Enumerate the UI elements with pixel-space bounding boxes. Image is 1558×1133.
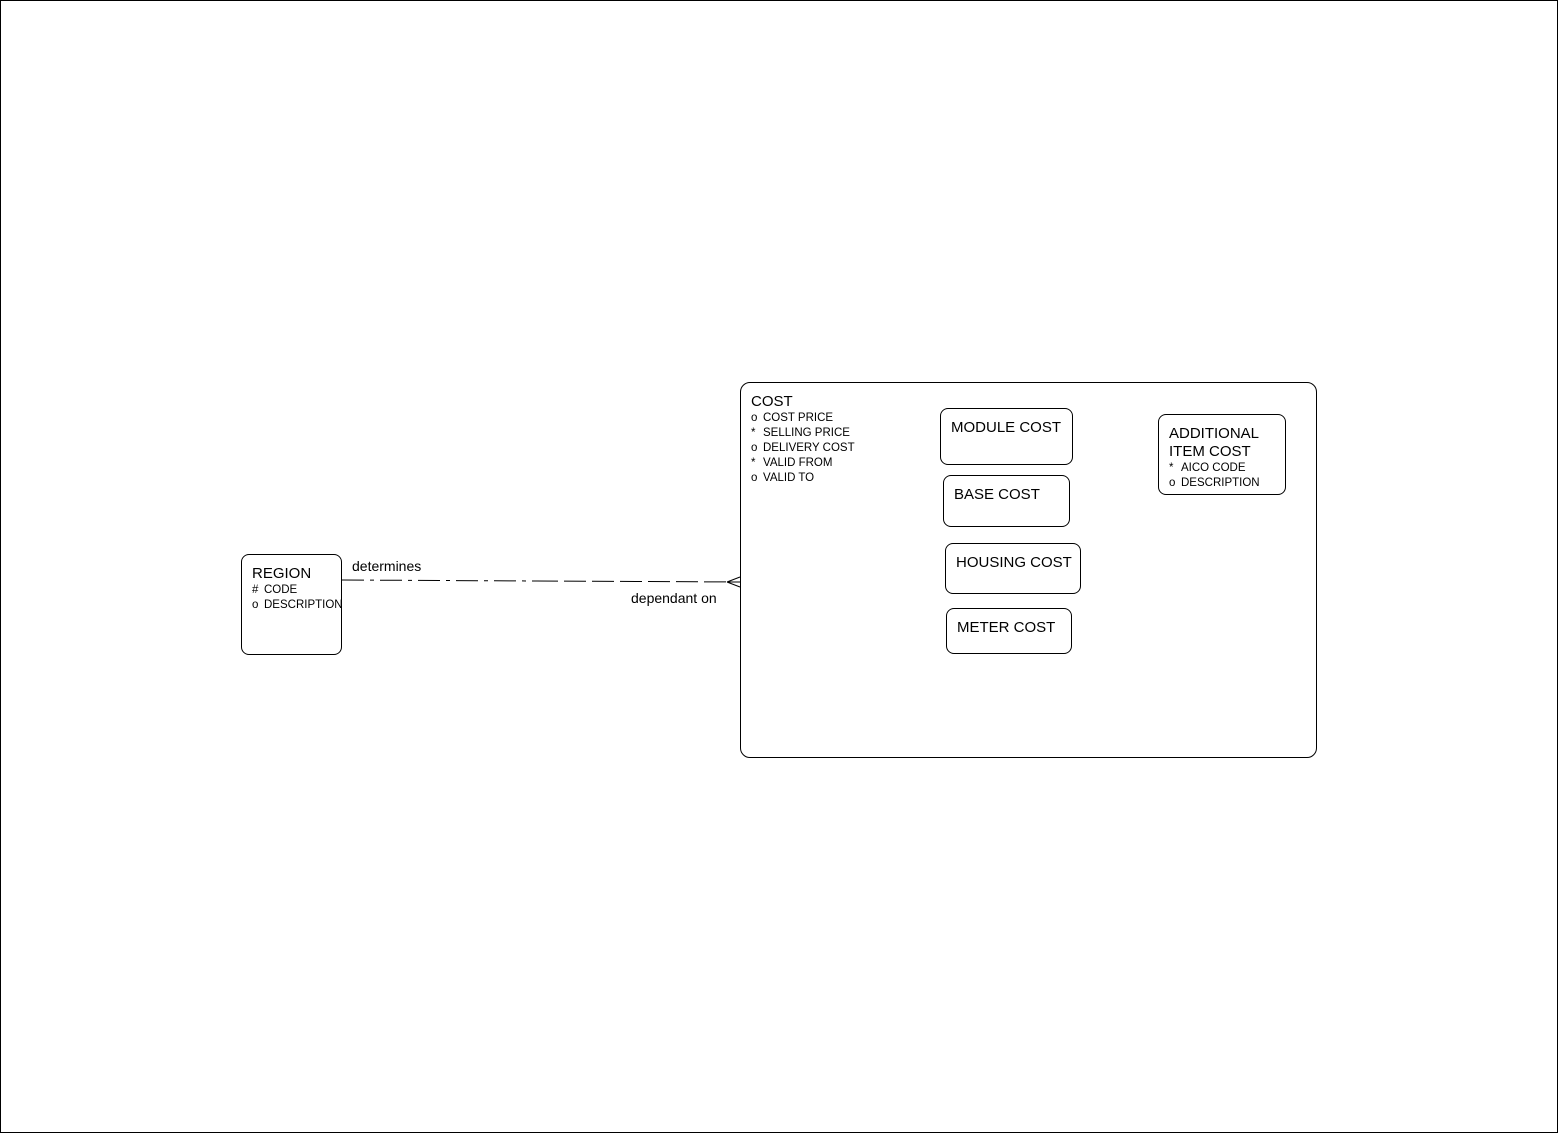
entity-name: MODULE COST bbox=[951, 419, 1062, 436]
attribute-marker: * bbox=[751, 457, 756, 469]
crows-foot-marker bbox=[726, 576, 741, 588]
entity-name: COST bbox=[751, 393, 793, 410]
attribute-marker: o bbox=[1169, 477, 1176, 489]
attribute-valid-to: o VALID TO bbox=[751, 471, 1316, 486]
entity-name: HOUSING COST bbox=[956, 554, 1072, 571]
entity-name: ADDITIONAL ITEM COST bbox=[1169, 425, 1260, 460]
attribute-label: DESCRIPTION bbox=[264, 599, 342, 611]
entity-name: REGION bbox=[252, 565, 312, 582]
attribute-aico-code: * AICO CODE bbox=[1169, 461, 1285, 476]
relationship-label-determines: determines bbox=[352, 558, 422, 574]
attribute-marker: o bbox=[751, 472, 758, 484]
attribute-label: SELLING PRICE bbox=[763, 427, 850, 439]
relationship-label-dependant-on: dependant on bbox=[631, 590, 717, 606]
attribute-list: * AICO CODE o DESCRIPTION bbox=[1169, 461, 1285, 491]
attribute-marker: * bbox=[751, 427, 756, 439]
entity-region[interactable]: REGION # CODE o DESCRIPTION bbox=[241, 554, 342, 655]
attribute-label: COST PRICE bbox=[763, 412, 834, 424]
attribute-description: o DESCRIPTION bbox=[252, 598, 341, 613]
entity-name: BASE COST bbox=[954, 486, 1040, 503]
attribute-label: AICO CODE bbox=[1181, 462, 1246, 474]
entity-base-cost[interactable]: BASE COST bbox=[943, 475, 1070, 527]
attribute-delivery-cost: o DELIVERY COST bbox=[751, 441, 1316, 456]
relationship-mandatory-segment bbox=[535, 580, 741, 583]
attribute-marker: # bbox=[252, 584, 259, 596]
entity-meter-cost[interactable]: METER COST bbox=[946, 608, 1072, 654]
attribute-label: DELIVERY COST bbox=[763, 442, 855, 454]
attribute-cost-price: o COST PRICE bbox=[751, 411, 1316, 426]
attribute-marker: o bbox=[751, 412, 758, 424]
relationship-optional-segment bbox=[341, 579, 537, 582]
attribute-marker: o bbox=[252, 599, 259, 611]
attribute-list: # CODE o DESCRIPTION bbox=[252, 583, 341, 613]
entity-housing-cost[interactable]: HOUSING COST bbox=[945, 543, 1081, 594]
attribute-description: o DESCRIPTION bbox=[1169, 476, 1285, 491]
attribute-label: DESCRIPTION bbox=[1181, 477, 1260, 489]
attribute-marker: * bbox=[1169, 462, 1174, 474]
entity-module-cost[interactable]: MODULE COST bbox=[940, 408, 1073, 465]
entity-additional-item-cost[interactable]: ADDITIONAL ITEM COST * AICO CODE o DESCRIP… bbox=[1158, 414, 1286, 495]
attribute-marker: o bbox=[751, 442, 758, 454]
attribute-selling-price: * SELLING PRICE bbox=[751, 426, 1316, 441]
entity-name: METER COST bbox=[957, 619, 1056, 636]
attribute-label: VALID FROM bbox=[763, 457, 833, 469]
attribute-label: VALID TO bbox=[763, 472, 815, 484]
attribute-valid-from: * VALID FROM bbox=[751, 456, 1316, 471]
attribute-label: CODE bbox=[264, 584, 298, 596]
attribute-code: # CODE bbox=[252, 583, 341, 598]
